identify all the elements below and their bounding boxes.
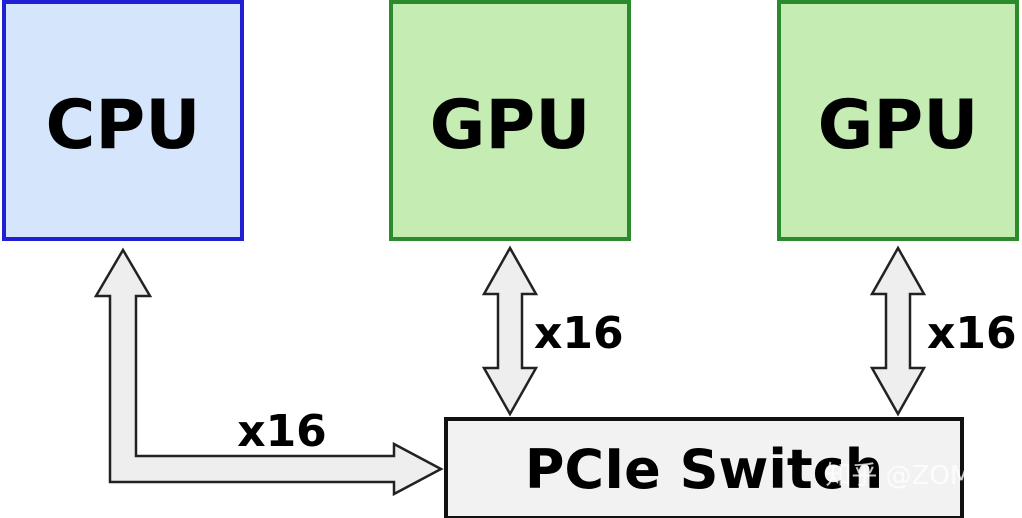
cpu-node: CPU xyxy=(2,0,244,241)
gpu-label-2: GPU xyxy=(818,86,979,165)
cpu-switch-link-label: x16 xyxy=(237,406,327,457)
cpu-switch-arrow xyxy=(93,247,444,497)
gpu2-switch-link-label: x16 xyxy=(927,308,1017,359)
cpu-box xyxy=(2,0,244,241)
pcie-switch-label: PCIe Switch xyxy=(525,438,883,501)
watermark-text: 知乎 @ZOMI酱 xyxy=(825,461,1006,491)
gpu-box-1 xyxy=(389,0,631,241)
gpu-node-2: GPU xyxy=(777,0,1019,241)
cpu-label: CPU xyxy=(46,86,201,165)
gpu2-switch-arrow xyxy=(869,245,927,417)
gpu-box-2 xyxy=(777,0,1019,241)
pcie-switch-node: PCIe Switch xyxy=(444,417,964,518)
gpu1-switch-link-label: x16 xyxy=(534,308,624,359)
gpu1-switch-arrow xyxy=(481,245,539,417)
gpu-node-1: GPU xyxy=(389,0,631,241)
pcie-switch-box xyxy=(444,417,964,518)
gpu-label-1: GPU xyxy=(430,86,591,165)
